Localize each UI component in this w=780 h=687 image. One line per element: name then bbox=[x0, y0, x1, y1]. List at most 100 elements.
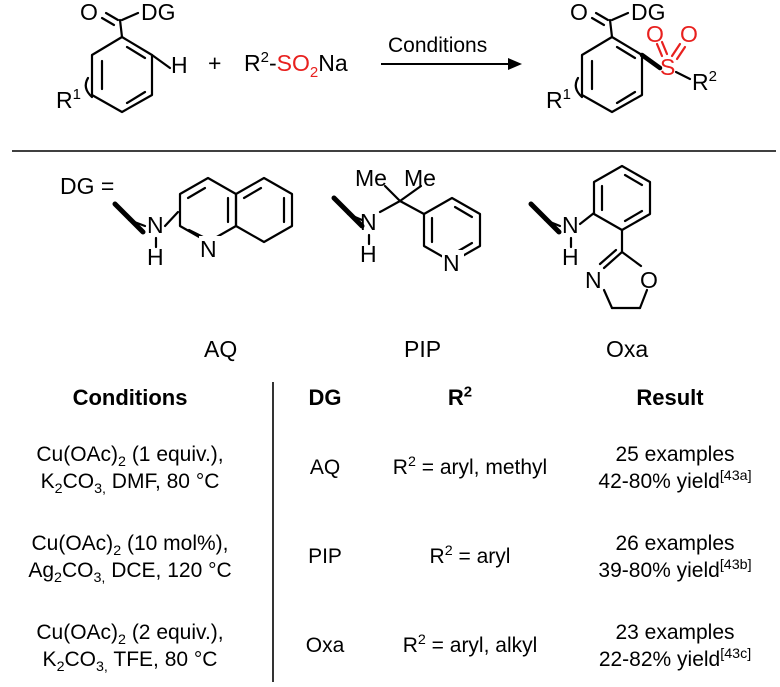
product-c-s-bond bbox=[639, 52, 663, 71]
aq-nh-n: N bbox=[147, 212, 164, 238]
pip-n-c-bond bbox=[378, 199, 402, 214]
aq-pyridine-ring bbox=[234, 176, 294, 244]
oxa-n-c4-bond bbox=[602, 288, 614, 310]
oxa-c2-o-bond bbox=[620, 250, 643, 268]
sm-oxygen: O bbox=[80, 0, 98, 25]
reaction-arrow bbox=[381, 58, 522, 70]
product-co-bond-b bbox=[590, 16, 606, 27]
product-so-bond-2b bbox=[675, 45, 687, 61]
oxa-ring-o: O bbox=[640, 267, 658, 293]
sm-co-bond-a bbox=[104, 11, 120, 22]
row-1-dg: AQ bbox=[309, 456, 341, 479]
product-so-bond-2a bbox=[670, 42, 682, 58]
row-1-result: 25 examples 42-80% yield[43a] bbox=[575, 441, 775, 495]
oxa-inner-3 bbox=[623, 209, 644, 223]
dg-title: DG = bbox=[60, 173, 114, 199]
aq-bond-to-n bbox=[127, 218, 147, 228]
row-2-examples: 26 examples bbox=[615, 532, 735, 555]
oxa-attachment-mark bbox=[528, 201, 562, 235]
row-3-yield: 22-82% yield[43c] bbox=[598, 646, 752, 671]
row-2-r2: R2 = aryl bbox=[429, 543, 511, 568]
dg-name-oxa: Oxa bbox=[606, 336, 648, 362]
sm-dg-label: DG bbox=[141, 0, 176, 25]
pip-me2-bond bbox=[398, 184, 423, 203]
row-2-conditions: Cu(OAc)2 (10 mol%), Ag2CO3, DCE, 120 °C bbox=[0, 530, 260, 587]
oxa-c2-n-bond bbox=[602, 250, 624, 270]
pip-n-mask bbox=[442, 250, 464, 274]
oxa-c5-o-bond bbox=[638, 288, 649, 310]
product-oxygen: O bbox=[570, 0, 588, 25]
pip-nh-n: N bbox=[360, 209, 377, 235]
pip-me1-bond bbox=[383, 184, 402, 203]
sm-c-h-bond bbox=[150, 53, 172, 70]
sm-carbonyl-stem bbox=[118, 18, 124, 39]
row-3-cond-line-2: K2CO3, TFE, 80 °C bbox=[42, 648, 218, 676]
sm-co-bond-b bbox=[100, 16, 116, 27]
row-3-cond-line-1: Cu(OAc)2 (2 equiv.), bbox=[36, 621, 224, 649]
dg-name-aq: AQ bbox=[204, 336, 237, 362]
oxa-ring-n: N bbox=[585, 267, 602, 293]
dg-name-pip: PIP bbox=[404, 336, 441, 362]
sm-inner-bond-2 bbox=[125, 45, 147, 60]
product-inner-bond-3 bbox=[615, 90, 637, 105]
product-sulfur: S bbox=[660, 54, 675, 80]
sm-r1-arc bbox=[84, 76, 94, 99]
row-2-result: 26 examples 39-80% yield[43b] bbox=[575, 530, 775, 584]
row-2-cond-line-1: Cu(OAc)2 (10 mol%), bbox=[31, 532, 229, 560]
pip-ring-n: N bbox=[443, 250, 460, 276]
aq-n-c8-bond bbox=[163, 210, 180, 228]
row-2-cond-line-2: Ag2CO3, DCE, 120 °C bbox=[28, 559, 232, 587]
row-1-yield: 42-80% yield[43a] bbox=[598, 468, 752, 493]
row-2-yield: 39-80% yield[43b] bbox=[598, 557, 752, 582]
header-r2: R2 bbox=[447, 383, 473, 410]
oxa-inner-2 bbox=[623, 173, 644, 187]
product-sulfonyl-oxygen-1: O bbox=[646, 21, 664, 47]
header-result: Result bbox=[636, 385, 704, 410]
pip-attachment-mark bbox=[331, 195, 365, 229]
product-r1-arc bbox=[574, 76, 584, 99]
sm-inner-bond-3 bbox=[125, 90, 147, 105]
product-sulfonyl-oxygen-2: O bbox=[680, 21, 698, 47]
row-1-conditions: Cu(OAc)2 (1 equiv.), K2CO3, DMF, 80 °C bbox=[0, 441, 260, 498]
oxa-nh-n: N bbox=[562, 212, 579, 238]
product: O DG O O S R2 R1 bbox=[546, 0, 717, 114]
row-3-examples: 23 examples bbox=[615, 621, 735, 644]
product-s-r2-bond bbox=[674, 70, 692, 81]
pip-nh-h: H bbox=[360, 241, 377, 267]
sm-hydrogen: H bbox=[171, 52, 188, 78]
aq-nh-h: H bbox=[147, 244, 164, 270]
product-co-bond-a bbox=[594, 11, 610, 22]
pip-me1: Me bbox=[355, 165, 387, 191]
row-1-cond-line-2: K2CO3, DMF, 80 °C bbox=[40, 470, 220, 498]
pip-inner-2 bbox=[453, 205, 474, 219]
row-3-result: 23 examples 22-82% yield[43c] bbox=[575, 619, 775, 673]
pip-bond-to-n bbox=[346, 212, 364, 222]
product-c-dg-bond bbox=[610, 11, 630, 22]
header-dg: DG bbox=[308, 385, 342, 410]
sm-c-dg-bond bbox=[120, 11, 140, 22]
aq-inner-3 bbox=[242, 186, 263, 200]
aq-attachment-mark bbox=[112, 201, 146, 235]
row-3-r2: R2 = aryl, alkyl bbox=[402, 632, 538, 657]
product-inner-bond-2 bbox=[615, 45, 637, 60]
header-conditions: Conditions bbox=[72, 385, 188, 410]
product-r1: R1 bbox=[546, 86, 571, 113]
row-2-dg: PIP bbox=[308, 545, 342, 568]
product-r2: R2 bbox=[692, 68, 717, 95]
oxa-n-aryl-bond bbox=[578, 211, 596, 226]
plus-sign: + bbox=[208, 50, 221, 76]
arrow-conditions-label: Conditions bbox=[388, 34, 487, 57]
oxa-nh-h: H bbox=[562, 244, 579, 270]
aq-inner-1 bbox=[186, 186, 207, 200]
row-1-examples: 25 examples bbox=[615, 443, 735, 466]
row-1-cond-line-1: Cu(OAc)2 (1 equiv.), bbox=[36, 443, 224, 471]
pip-c-ring-bond bbox=[398, 199, 426, 216]
aq-n-mask bbox=[199, 236, 221, 260]
starting-material: O DG H R1 bbox=[56, 0, 188, 114]
aq-ring-n: N bbox=[200, 236, 217, 262]
oxa-structure: N H N O bbox=[528, 164, 658, 310]
row-1-r2: R2 = aryl, methyl bbox=[392, 454, 548, 479]
sm-r1: R1 bbox=[56, 86, 81, 113]
sulfinate-reagent: R2-SO2Na bbox=[244, 49, 348, 81]
